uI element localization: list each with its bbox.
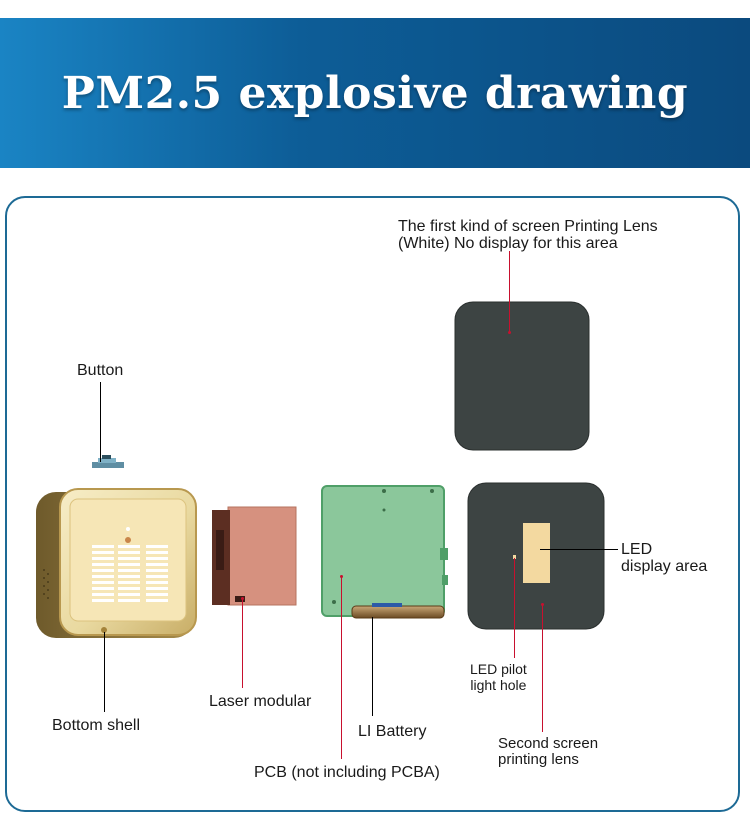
first-lens-label-line2: (White) No display for this area	[398, 235, 618, 252]
button-leader	[100, 382, 101, 462]
laser-modular-label: Laser modular	[209, 693, 312, 710]
led-display-leader	[540, 549, 618, 550]
li-battery-label: LI Battery	[358, 723, 427, 740]
led-pilot-label-line1: LED pilot	[470, 661, 527, 677]
pcb-leader	[341, 576, 342, 759]
first-lens-leader	[509, 251, 510, 333]
bottom-shell-label: Bottom shell	[52, 717, 141, 734]
pcb-label: PCB (not including PCBA)	[254, 764, 440, 781]
laser-modular-leader-dot	[241, 597, 244, 600]
button-label: Button	[77, 362, 124, 379]
li-battery-leader	[372, 617, 373, 716]
first-lens-label: The first kind of screen Printing Lens (…	[398, 218, 658, 252]
title-banner: PM2.5 explosive drawing	[0, 18, 750, 168]
second-lens-leader	[542, 604, 543, 732]
li-battery-part	[351, 603, 445, 619]
led-display-label: LED display area	[621, 541, 707, 575]
led-pilot-leader	[514, 558, 515, 658]
laser-module-part	[212, 506, 297, 606]
second-screen-lens	[467, 482, 605, 630]
second-lens-label-line2: printing lens	[498, 751, 579, 768]
led-display-label-line1: LED	[621, 541, 653, 558]
pcb-leader-dot	[340, 575, 343, 578]
second-lens-label-line1: Second screen	[498, 735, 599, 752]
bottom-shell-part	[36, 488, 197, 638]
first-lens-label-line1: The first kind of screen Printing Lens	[398, 218, 658, 235]
led-pilot-label: LED pilot light hole	[470, 661, 527, 693]
bottom-shell-leader	[104, 632, 105, 712]
led-pilot-label-line2: light hole	[470, 677, 527, 693]
page-title: PM2.5 explosive drawing	[61, 67, 689, 119]
first-screen-lens	[454, 301, 590, 451]
second-lens-leader-dot	[541, 603, 544, 606]
led-pilot-hole	[513, 555, 516, 559]
button-part	[92, 455, 124, 468]
led-display-window	[523, 523, 550, 583]
first-lens-leader-dot	[508, 331, 511, 334]
second-lens-label: Second screen printing lens	[498, 736, 598, 768]
led-display-label-line2: display area	[621, 558, 708, 575]
laser-modular-leader	[242, 598, 243, 688]
